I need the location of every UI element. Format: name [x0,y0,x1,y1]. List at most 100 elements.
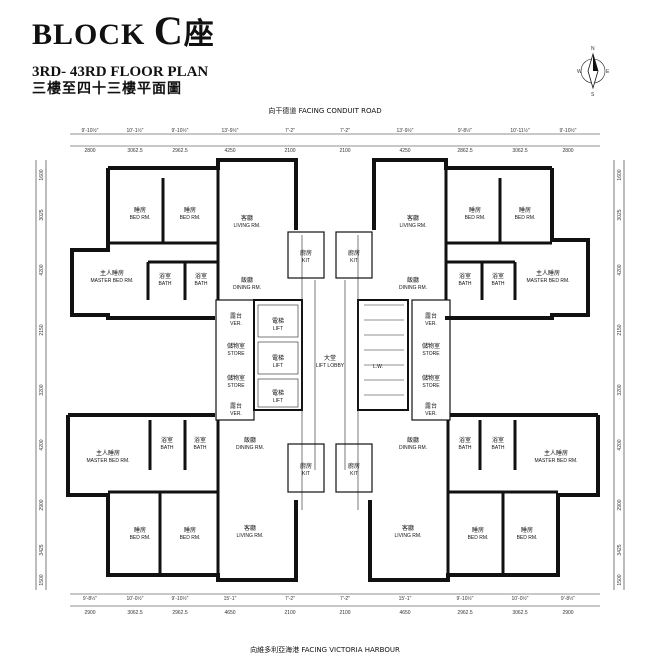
room-label-bed-en: BED RM. [465,215,486,221]
room-label-dining-zh: 飯廳 [244,436,256,444]
dim-right-mm: 3425 [617,544,623,555]
room-label-store-en: STORE [227,351,245,357]
room-label-bath-en: BATH [459,445,472,451]
room-label-master-en: MASTER BED RM. [86,458,129,464]
room-label-bed-en: BED RM. [468,535,489,541]
dim-right-mm: 2900 [617,499,623,510]
room-label-ver-zh: 露台 [230,402,242,410]
room-label-bed-en: BED RM. [130,215,151,221]
room-label-bath-zh: 浴室 [159,272,171,280]
room-label-dining-zh: 飯廳 [241,276,253,284]
dim-top-mm: 2800 [84,148,95,154]
room-label-bed-en: BED RM. [515,215,536,221]
dim-bottom-ft: 9'-10½" [172,595,189,602]
room-label-living-zh: 客廳 [244,524,256,532]
block-title: BLOCK C座 [32,11,215,52]
room-label-ver-zh: 露台 [425,402,437,410]
room-label-bath-zh: 浴室 [459,436,471,444]
dim-left-mm: 4200 [39,439,45,450]
dim-bottom-ft: 9'-8½" [83,595,97,602]
dim-top-ft: 10'-1½" [127,127,144,134]
compass-s: S [591,92,595,98]
dim-top-ft: 10'-11½" [510,127,530,134]
dim-right-mm: 3200 [617,384,623,395]
dim-bottom-mm: 2962.5 [457,610,473,616]
block-letter: C [153,8,184,53]
room-label-bath-zh: 浴室 [161,436,173,444]
dim-bottom-mm: 4650 [224,610,235,616]
room-label-lift-zh: 電梯 [272,354,284,362]
room-label-bed-en: BED RM. [180,215,201,221]
room-label-living-zh: 客廳 [407,214,419,222]
room-label-dining-en: DINING RM. [236,445,264,451]
dim-bottom-mm: 4650 [399,610,410,616]
room-label-kit-en: KIT [350,471,358,477]
room-label-store-en: STORE [227,383,245,389]
dim-left-mm: 4200 [39,264,45,275]
dim-top-mm: 4250 [399,148,410,154]
room-label-bath-zh: 浴室 [194,436,206,444]
building-outline [66,158,600,582]
room-label-bath-en: BATH [195,281,208,287]
room-label-bed-en: BED RM. [517,535,538,541]
dim-left-mm: 2150 [39,324,45,335]
dim-top-mm: 2800 [562,148,573,154]
dim-top-ft: 13'-9½" [222,127,239,134]
dim-right-mm: 1500 [617,574,623,585]
interior-walls [108,168,558,575]
room-label-bed-zh: 睡房 [134,206,146,214]
room-label-dining-en: DINING RM. [399,445,427,451]
floor-title-zh: 三樓至四十三樓平面圖 [32,81,182,97]
room-label-bed-zh: 睡房 [184,526,196,534]
room-label-lift-en: LIFT [273,326,283,332]
dim-bottom-ft: 15'-1" [224,596,237,602]
dim-top-ft: 9'-10½" [560,127,577,134]
room-label-bath-en: BATH [161,445,174,451]
dim-bottom-mm: 2900 [84,610,95,616]
dim-top-ft: 9'-10½" [172,127,189,134]
room-label-bed-zh: 睡房 [519,206,531,214]
dimension-lines [35,133,625,607]
room-label-bath-zh: 浴室 [492,272,504,280]
dim-bottom-ft: 7'-2" [340,596,350,602]
room-label-store-zh: 儲物室 [422,342,440,350]
dim-top-mm: 2100 [284,148,295,154]
room-label-master-zh: 主人睡房 [96,449,120,457]
room-label-master-zh: 主人睡房 [536,269,560,277]
room-label-living-en: LIVING RM. [234,223,261,229]
room-label-ver-zh: 露台 [230,312,242,320]
room-label-lift-zh: 電梯 [272,317,284,325]
room-label-living-en: LIVING RM. [400,223,427,229]
room-label-dining-en: DINING RM. [399,285,427,291]
room-label-bed-zh: 睡房 [134,526,146,534]
dim-left-mm: 3025 [39,209,45,220]
dim-top-ft: 9'-10½" [82,127,99,134]
room-label-bath-en: BATH [159,281,172,287]
compass-w: W [577,69,582,75]
room-label-bath-zh: 浴室 [492,436,504,444]
room-label-dining-zh: 飯廳 [407,436,419,444]
dim-bottom-mm: 2900 [562,610,573,616]
room-label-lw: L.W. [373,364,383,370]
room-label-living-zh: 客廳 [402,524,414,532]
title-block: BLOCK C座 3RD- 43RD FLOOR PLAN 三樓至四十三樓平面圖 [32,11,215,98]
room-label-bath-en: BATH [492,445,505,451]
dim-left-mm: 2900 [39,499,45,510]
dim-right-mm: 4200 [617,439,623,450]
room-label-bath-zh: 浴室 [195,272,207,280]
dim-top-ft: 13'-9½" [397,127,414,134]
room-label-ver-en: VER. [425,411,437,417]
room-label-master-en: MASTER BED RM. [534,458,577,464]
room-label-store-zh: 儲物室 [227,374,245,382]
room-label-bed-en: BED RM. [130,535,151,541]
dim-bottom-ft: 9'-8½" [561,595,575,602]
road-bottom: 向維多利亞海港 FACING VICTORIA HARBOUR [250,645,400,654]
room-label-store-en: STORE [422,383,440,389]
dim-top-ft: 7'-2" [285,128,295,134]
room-label-lift-en: LIFT [273,363,283,369]
dim-bottom-mm: 2100 [284,610,295,616]
room-label-kit-zh: 廚房 [300,462,312,470]
room-label-dining-zh: 飯廳 [407,276,419,284]
dim-top-mm: 3062.5 [127,148,143,154]
